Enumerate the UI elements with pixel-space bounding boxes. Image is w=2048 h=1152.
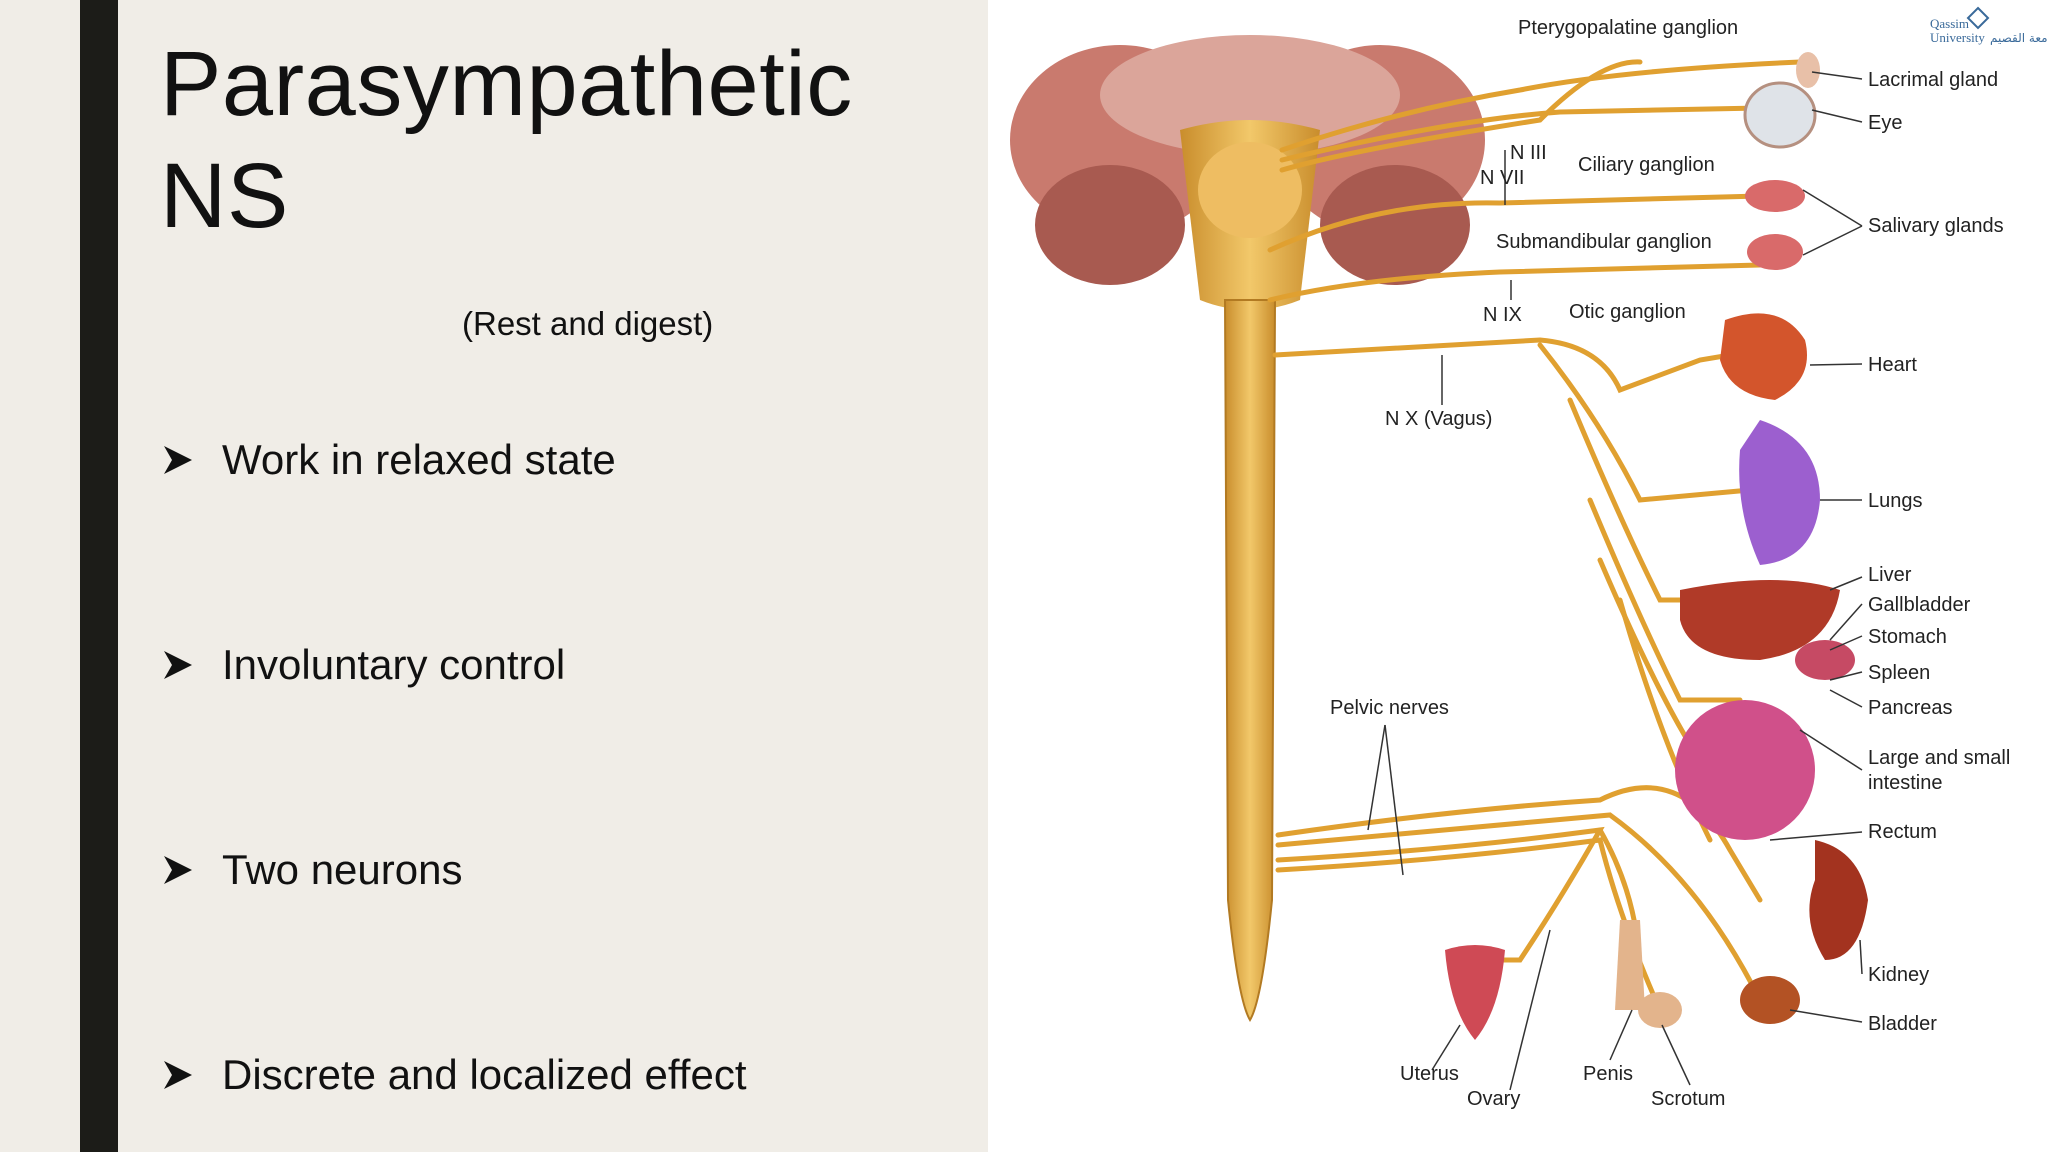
- arrow-bullet-icon: [164, 446, 192, 474]
- bullet-text: Work in relaxed state: [222, 436, 616, 483]
- eye-shape: [1743, 81, 1817, 149]
- label-liver: Liver: [1868, 564, 1912, 586]
- slide-subtitle: (Rest and digest): [462, 305, 714, 342]
- kidney-shape: [1809, 840, 1868, 960]
- label-bladder: Bladder: [1868, 1013, 1937, 1035]
- bullet-item: Work in relaxed state: [160, 436, 616, 484]
- label-kidney: Kidney: [1868, 964, 1929, 986]
- label-ovary: Ovary: [1467, 1088, 1520, 1110]
- label-eye: Eye: [1868, 112, 1902, 134]
- slide-title: Parasympathetic NS: [160, 28, 853, 252]
- label-otic-ganglion: Otic ganglion: [1569, 301, 1686, 323]
- arrow-bullet-icon: [164, 856, 192, 884]
- lacrimal-gland-shape: [1796, 52, 1820, 88]
- uterus-shape: [1445, 945, 1505, 1040]
- bullet-item: Involuntary control: [160, 641, 565, 689]
- logo-line-1: Qassim: [1930, 16, 1969, 31]
- title-line-2: NS: [160, 145, 289, 247]
- lung-shape: [1739, 420, 1820, 565]
- heart-shape: [1720, 313, 1807, 400]
- diagram-labels: Pterygopalatine ganglion Lacrimal gland …: [1330, 17, 2010, 1110]
- label-pancreas: Pancreas: [1868, 697, 1953, 719]
- label-uterus: Uterus: [1400, 1063, 1459, 1085]
- accent-bar: [80, 0, 118, 1152]
- brain-illustration: [1010, 35, 1485, 310]
- label-scrotum: Scrotum: [1651, 1088, 1725, 1110]
- label-n-vii: N VII: [1480, 167, 1524, 189]
- label-gallbladder: Gallbladder: [1868, 594, 1971, 616]
- spinal-cord: [1223, 299, 1277, 1022]
- title-line-1: Parasympathetic: [160, 33, 853, 135]
- arrow-bullet-icon: [164, 651, 192, 679]
- penis-shape: [1615, 920, 1645, 1010]
- label-salivary-glands: Salivary glands: [1868, 215, 2004, 237]
- bullet-text: Two neurons: [222, 846, 463, 893]
- logo-line-2: University: [1930, 30, 1985, 45]
- salivary-gland-shape: [1745, 180, 1805, 212]
- label-lacrimal-gland: Lacrimal gland: [1868, 69, 1998, 91]
- bullet-text: Involuntary control: [222, 641, 566, 688]
- label-pterygopalatine-ganglion: Pterygopalatine ganglion: [1518, 17, 1738, 39]
- bladder-shape: [1740, 976, 1800, 1024]
- diagram-svg: Pterygopalatine ganglion Lacrimal gland …: [1010, 6, 2048, 1110]
- label-ciliary-ganglion: Ciliary ganglion: [1578, 154, 1715, 176]
- label-intestine-line1: Large and small: [1868, 747, 2010, 769]
- university-logo: Qassim University جامعة القصيم: [1930, 6, 2048, 45]
- liver-shape: [1680, 580, 1840, 660]
- label-spleen: Spleen: [1868, 662, 1930, 684]
- slide-text-panel: Parasympathetic NS (Rest and digest) Wor…: [0, 0, 988, 1152]
- label-submandibular-ganglion: Submandibular ganglion: [1496, 231, 1712, 253]
- label-rectum: Rectum: [1868, 821, 1937, 843]
- intestine-shape: [1675, 700, 1815, 840]
- arrow-bullet-icon: [164, 1061, 192, 1089]
- label-pelvic-nerves: Pelvic nerves: [1330, 697, 1449, 719]
- label-stomach: Stomach: [1868, 626, 1947, 648]
- scrotum-shape: [1638, 992, 1682, 1028]
- label-vagus: N X (Vagus): [1385, 408, 1492, 430]
- label-n-ix: N IX: [1483, 304, 1522, 326]
- stomach-shape: [1795, 640, 1855, 680]
- label-heart: Heart: [1868, 354, 1917, 376]
- bullet-item: Two neurons: [160, 846, 462, 894]
- leader-lines: [1367, 71, 1863, 1091]
- label-intestine-line2: intestine: [1868, 772, 1943, 794]
- logo-emblem-icon: [1966, 6, 1990, 30]
- logo-arabic: جامعة القصيم: [1990, 31, 2048, 45]
- bullet-item: Discrete and localized effect: [160, 1051, 747, 1099]
- label-penis: Penis: [1583, 1063, 1633, 1085]
- parasympathetic-diagram: Pterygopalatine ganglion Lacrimal gland …: [988, 0, 2048, 1152]
- label-lungs: Lungs: [1868, 490, 1923, 512]
- bullet-text: Discrete and localized effect: [222, 1051, 747, 1098]
- organ-illustrations: [1445, 52, 1868, 1040]
- salivary-gland-shape: [1747, 234, 1803, 270]
- nerve-fibers: [1267, 59, 1803, 1013]
- label-n-iii: N III: [1510, 142, 1547, 164]
